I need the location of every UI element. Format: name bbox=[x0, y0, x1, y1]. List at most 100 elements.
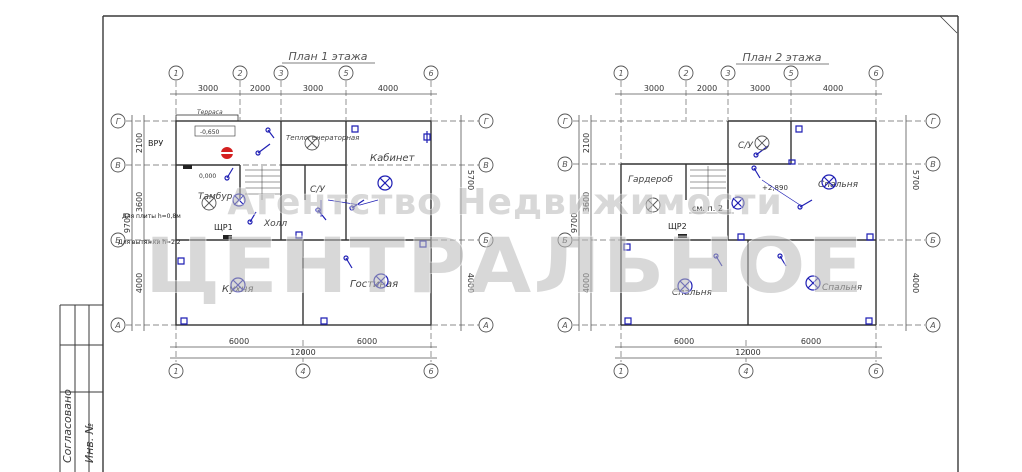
floor-2-axis-bottom-3: 6 bbox=[873, 367, 878, 376]
floor-2-dim-left-3: 4000 bbox=[582, 273, 591, 293]
switch-icon bbox=[751, 165, 761, 179]
floor-2-axis-bottom-1: 1 bbox=[618, 367, 623, 376]
floor-2-level-mark: +2,890 bbox=[762, 184, 788, 192]
floor-1-dim-bottom-2: 6000 bbox=[357, 337, 377, 346]
socket-icon bbox=[737, 233, 745, 241]
floor-1-walls bbox=[175, 114, 432, 326]
wiring-line bbox=[761, 179, 801, 206]
switch-icon bbox=[265, 127, 275, 139]
socket-icon bbox=[295, 231, 303, 239]
switch-icon bbox=[713, 253, 723, 267]
switch-icon bbox=[777, 253, 787, 267]
room-bathroom-2: С/У bbox=[738, 141, 753, 151]
floor-2-axis-top-3: 3 bbox=[725, 69, 730, 78]
socket-icon bbox=[623, 243, 631, 251]
note-stove: Для плиты h=0,8м bbox=[122, 213, 181, 220]
switch-icon bbox=[343, 255, 353, 269]
room-study: Кабинет bbox=[370, 152, 416, 164]
floor-1-axis-left-1: Г bbox=[116, 117, 121, 126]
see-note-2-label: см. п. 2 bbox=[692, 204, 723, 213]
floor-2-axis-right-3: Б bbox=[930, 236, 936, 245]
floor-2-axis-right-1: Г bbox=[931, 117, 936, 126]
socket-icon bbox=[177, 257, 185, 265]
switch-icon bbox=[315, 207, 327, 221]
floor-2-axis-right-4: А bbox=[929, 321, 935, 330]
room-kitchen: Кухня bbox=[222, 284, 254, 295]
floor-1-axis-top-5: 6 bbox=[428, 69, 433, 78]
floor-2-axis-top-4: 5 bbox=[788, 69, 793, 78]
floor-2-dim-top-3: 3000 bbox=[750, 84, 770, 93]
floor-1-dim-left-1: 2100 bbox=[135, 133, 144, 153]
floor-2-axis-bottom-2: 4 bbox=[743, 367, 748, 376]
floor-1-level-mark-zero: 0,000 bbox=[199, 173, 216, 180]
floor-1-level-mark-minus: -0,650 bbox=[200, 129, 220, 136]
room-wardrobe: Гардероб bbox=[628, 175, 673, 185]
switch-icon bbox=[247, 211, 257, 225]
floor-2-axis-right-2: В bbox=[930, 160, 936, 169]
floor-2-dim-total-left: 9700 bbox=[570, 213, 579, 233]
floor-1-dim-right-2: 4000 bbox=[466, 273, 475, 293]
floor-2-dim-total-bottom: 12000 bbox=[735, 348, 760, 357]
floor-1-axis-top-4: 5 bbox=[343, 69, 348, 78]
floor-2-axis-top-2: 2 bbox=[683, 69, 688, 78]
switch-icon bbox=[255, 143, 271, 156]
socket-icon bbox=[865, 317, 873, 325]
floor-2-devices bbox=[623, 125, 874, 325]
floor-2-walls bbox=[620, 120, 877, 326]
wiring-line bbox=[327, 199, 379, 206]
floor-2-title: План 2 этажа bbox=[742, 51, 821, 64]
room-bathroom: С/У bbox=[310, 185, 325, 195]
room-living: Гостиная bbox=[350, 279, 398, 290]
socket-icon bbox=[624, 317, 632, 325]
floor-1-axis-left-4: А bbox=[114, 321, 120, 330]
floor-1-axis-right-4: А bbox=[482, 321, 488, 330]
switch-icon bbox=[349, 199, 365, 211]
switch-icon bbox=[753, 145, 769, 158]
agreed-label: Согласовано bbox=[61, 389, 74, 463]
floor-1-dim-total-left: 9700 bbox=[123, 213, 132, 233]
floor-1-axis-top-1: 1 bbox=[173, 69, 178, 78]
floor-2-dim-bottom-1: 6000 bbox=[674, 337, 694, 346]
room-boiler: Теплогенераторная bbox=[286, 134, 359, 142]
ceiling-light-icon bbox=[805, 275, 821, 291]
socket-icon bbox=[180, 317, 188, 325]
floor-1-axis-bottom-2: 4 bbox=[300, 367, 305, 376]
room-bedroom-2: Спальня bbox=[672, 288, 713, 298]
alarm-indicator-icon bbox=[221, 147, 233, 159]
floor-2-dim-top-1: 3000 bbox=[644, 84, 664, 93]
ceiling-light-icon bbox=[677, 278, 693, 294]
ceiling-light-icon bbox=[232, 193, 246, 207]
floor-1-axis-top-2: 2 bbox=[237, 69, 242, 78]
floor-1-axis-right-3: Б bbox=[483, 236, 489, 245]
ceiling-light-icon bbox=[373, 273, 389, 289]
floor-2-dimensions bbox=[578, 93, 907, 359]
socket-icon bbox=[320, 317, 328, 325]
switchboard-icon bbox=[183, 165, 232, 239]
watermark: Агентство Недвижимости ЦЕНТРАЛЬНОЕ bbox=[144, 181, 865, 311]
floor-2-axis-left-4: А bbox=[561, 321, 567, 330]
room-hall: Холл bbox=[263, 219, 287, 229]
socket-icon bbox=[866, 233, 874, 241]
floor-1-dim-top-1: 3000 bbox=[198, 84, 218, 93]
room-vestibule: Тамбур bbox=[198, 192, 233, 202]
room-terrace: Терраса bbox=[197, 109, 223, 116]
light-fixture-icon bbox=[645, 135, 770, 213]
floor-2-axis-top-1: 1 bbox=[618, 69, 623, 78]
floor-2-dim-right-1: 5700 bbox=[911, 170, 920, 190]
floor-1-dim-left-3: 4000 bbox=[135, 273, 144, 293]
note-hood: Для вытяжки h=2,2 bbox=[118, 239, 181, 246]
floor-1-dim-bottom-1: 6000 bbox=[229, 337, 249, 346]
watermark-line-2: ЦЕНТРАЛЬНОЕ bbox=[145, 221, 865, 310]
socket-icon bbox=[423, 131, 431, 143]
floor-2-plan: План 2 этажа 1 2 3 5 6 1 bbox=[557, 51, 941, 379]
floor-1-dim-right-1: 5700 bbox=[466, 170, 475, 190]
floor-2-axis-left-3: Б bbox=[562, 236, 568, 245]
sheet-frame bbox=[59, 15, 959, 472]
floor-1-axis-right-2: В bbox=[483, 161, 489, 170]
floor-1-axis-left-3: Б bbox=[115, 236, 121, 245]
inventory-number-label: Инв. № bbox=[83, 423, 96, 463]
socket-icon bbox=[351, 125, 359, 133]
floor-2-axis-left-1: Г bbox=[563, 117, 568, 126]
room-bedroom-3: Спальня bbox=[822, 283, 863, 293]
